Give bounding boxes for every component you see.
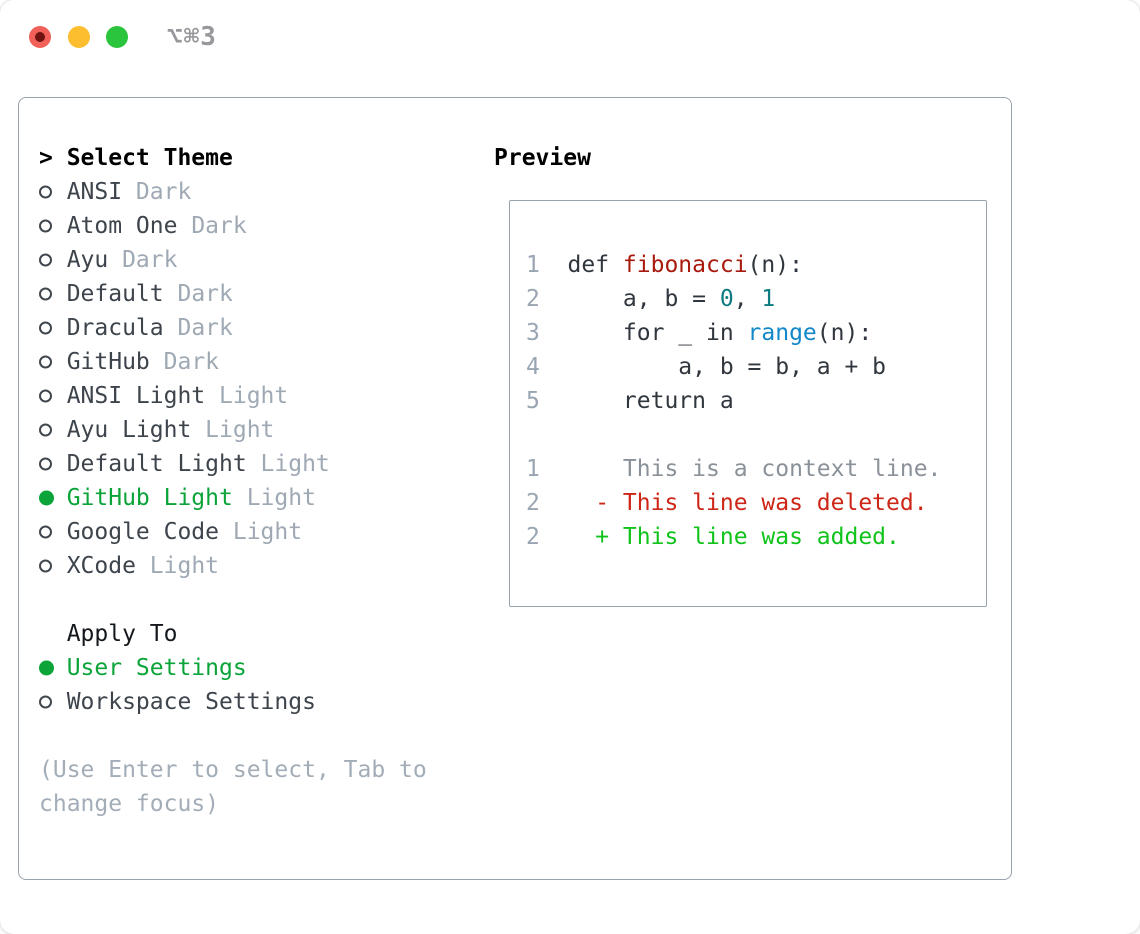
code-token: (n): [747,252,803,278]
deleted-text-token: - This line was deleted. [567,490,928,516]
window-titlebar: ⌥⌘3 [0,0,1140,74]
code-line: 5 return a [526,384,978,418]
code-line: 3 for _ in range(n): [526,316,978,350]
line-number: 3 [526,320,540,346]
radio-unselected-icon [39,185,52,199]
line-number: 2 [526,524,540,550]
radio-unselected-icon [39,355,52,369]
line-number: 5 [526,388,540,414]
radio-unselected-icon [39,525,52,539]
blank-line [526,418,978,452]
code-line: 4 a, b = b, a + b [526,350,978,384]
radio-unselected-icon [39,287,52,301]
apply-option-workspace-settings[interactable]: Workspace Settings [39,685,427,719]
builtin-function-token: range [747,320,817,346]
number-literal-token: 0 [719,286,734,312]
code-line: 2 a, b = 0, 1 [526,282,978,316]
line-number: 1 [526,456,540,482]
radio-unselected-icon [39,457,52,471]
apply-option-user-settings[interactable]: User Settings [39,651,427,685]
line-number: 2 [526,490,540,516]
line-number: 2 [526,286,540,312]
line-number: 1 [526,252,540,278]
diff-line-deleted: 2 - This line was deleted. [526,486,978,520]
code-line: 1 def fibonacci(n): [526,248,978,282]
minimize-button[interactable] [68,26,90,48]
preview-title: Preview [494,145,591,171]
code-token: a, b = b, a + b [567,354,887,380]
hint-text-line2: change focus) [39,791,220,817]
select-theme-header: > Select Theme [39,141,427,175]
radio-unselected-icon [39,219,52,233]
cursor-caret-icon: > [39,145,53,171]
line-number: 4 [526,354,540,380]
zoom-button[interactable] [106,26,128,48]
radio-unselected-icon [39,321,52,335]
radio-unselected-icon [39,389,52,403]
number-literal-token: 1 [761,286,776,312]
radio-unselected-icon [39,695,52,709]
radio-unselected-icon [39,423,52,437]
apply-to-header: Apply To [66,621,178,647]
window-title-shortcut: ⌥⌘3 [167,22,217,52]
code-token: (n): [816,320,873,346]
added-text-token: + This line was added. [567,524,900,550]
code-token: a, b = [567,286,720,312]
code-token: for _ in [567,320,748,346]
hint-text-line1: (Use Enter to select, Tab to [39,757,427,783]
radio-unselected-icon [39,559,52,573]
spacer [39,719,427,753]
code-token: def [567,252,623,278]
code-token: , [733,286,762,312]
function-name-token: fibonacci [622,252,748,278]
select-theme-title: Select Theme [66,145,233,171]
code-token: return a [567,388,734,414]
diff-line-added: 2 + This line was added. [526,520,978,554]
context-text-token: This is a context line. [567,456,942,482]
spacer [39,583,427,617]
unsaved-indicator-dot [35,32,45,42]
radio-selected-icon [39,490,54,506]
radio-selected-icon [39,660,54,676]
radio-unselected-icon [39,253,52,267]
close-button[interactable] [29,26,51,48]
diff-line-context: 1 This is a context line. [526,452,978,486]
